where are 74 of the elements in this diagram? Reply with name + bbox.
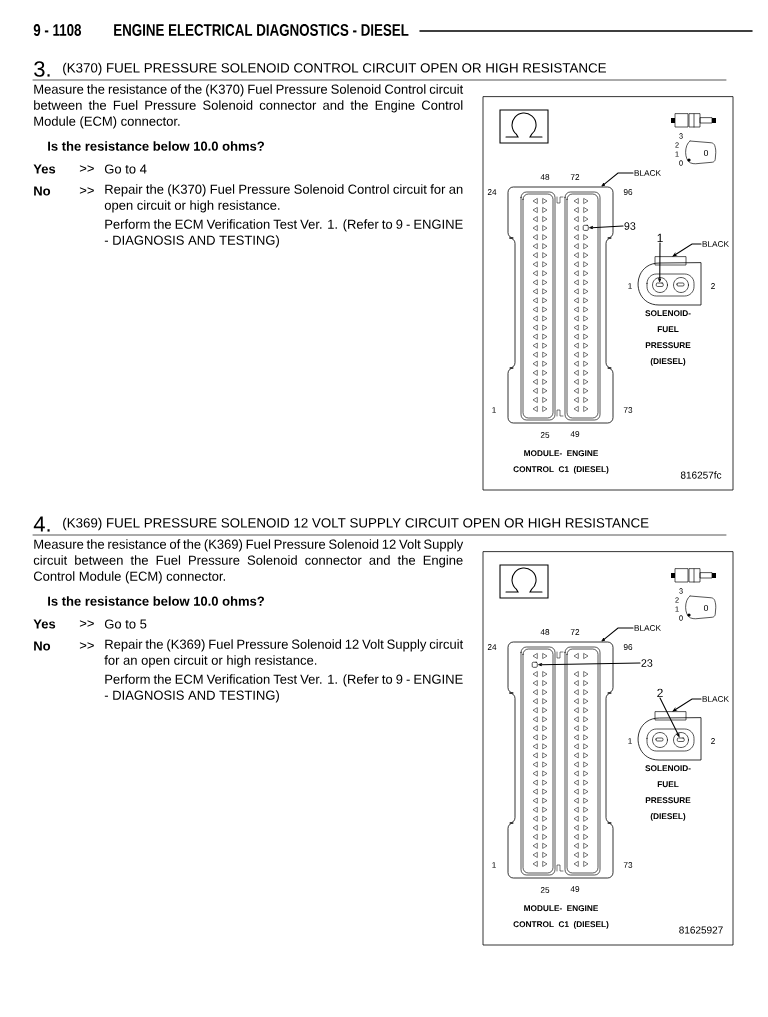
pin-number: 48: [540, 174, 550, 180]
arrow-marker: >>: [79, 165, 94, 172]
color-label: BLACK: [634, 625, 661, 631]
pin-number: 25: [540, 432, 550, 438]
pin-number: 73: [623, 407, 633, 413]
step-heading: (K370) FUEL PRESSURE SOLENOID CONTROL CIRCUIT OPEN OR HIGH RESISTANCE: [63, 62, 606, 76]
pin-number: 96: [623, 644, 633, 650]
key-position-number: 0: [703, 149, 709, 157]
node-label: SOLENOID- FUEL PRESSURE (DIESEL): [645, 310, 691, 366]
color-label: BLACK: [702, 696, 729, 702]
figure-id: 816257fc: [680, 471, 722, 479]
page-title: ENGINE ELECTRICAL DIAGNOSTICS - DIESEL: [114, 24, 409, 36]
pin-number: 1: [492, 407, 496, 413]
callout-number: 23: [641, 659, 653, 667]
callout-number: 1: [657, 233, 663, 243]
answer-label: Yes: [33, 164, 56, 174]
pin-number: 49: [570, 431, 580, 437]
question-text: Is the resistance below 10.0 ohms?: [48, 596, 264, 606]
instruction-text: Perform the ECM Verification Test Ver. 1. (Refer to 9 - ENGINE - DIAGNOSIS AND TESTING): [104, 219, 463, 248]
step-number: 4.: [33, 516, 50, 532]
page-number: 9 - 1108: [33, 24, 82, 36]
instruction-text: Repair the (K369) Fuel Pressure Solenoid 12 Volt Supply circuit for an open circuit or high resistance.: [104, 639, 464, 668]
callout-number: 2: [657, 688, 663, 698]
arrow-marker: >>: [79, 187, 94, 194]
instruction-text: Go to 5: [104, 619, 147, 629]
pin-cavity: [582, 225, 589, 231]
figure-id: 81625927: [679, 926, 723, 934]
leader-line: [538, 662, 641, 667]
callout-number: 93: [624, 222, 636, 230]
leader-line: [589, 225, 624, 230]
step-heading: (K369) FUEL PRESSURE SOLENOID 12 VOLT SUPPLY CIRCUIT OPEN OR HIGH RESISTANCE: [63, 517, 649, 531]
pin-number: 49: [570, 886, 580, 892]
pin-number: 48: [540, 629, 550, 635]
pin-number: 1: [628, 283, 632, 289]
pin-number: 1: [492, 862, 496, 868]
node-label: SOLENOID- FUEL PRESSURE (DIESEL): [645, 765, 691, 821]
node-label: MODULE- ENGINE CONTROL C1 (DIESEL): [513, 905, 609, 929]
pin-number: 24: [487, 189, 497, 195]
arrow-marker: >>: [79, 642, 94, 649]
leader-line: [601, 627, 634, 642]
pin-number: 25: [540, 887, 550, 893]
pin-number: 24: [487, 644, 497, 650]
terminal-slot: [655, 282, 664, 287]
pin-number: 96: [623, 189, 633, 195]
answer-label: No: [34, 186, 51, 196]
node-label: MODULE- ENGINE CONTROL C1 (DIESEL): [513, 450, 609, 474]
pin-cavity: [531, 661, 538, 668]
pin-number: 72: [570, 629, 580, 635]
answer-label: No: [34, 641, 51, 651]
leader-line: [659, 697, 680, 737]
solenoid-connector-drawing: SOLENOID- FUEL PRESSURE (DIESEL): [637, 256, 702, 366]
leader-line: [658, 242, 662, 282]
pin-number: 73: [623, 862, 633, 868]
leader-line: [672, 698, 702, 712]
solenoid-connector-drawing: SOLENOID- FUEL PRESSURE (DIESEL): [637, 711, 702, 821]
arrow-marker: >>: [79, 620, 94, 627]
color-label: BLACK: [702, 241, 729, 247]
pin-number: 1: [628, 738, 632, 744]
pin-number: 2: [711, 738, 715, 744]
paragraph: Measure the resistance of the (K370) Fuel Pressure Solenoid Control circuit between the Fuel Pressure Solenoid connector and the Engine Control Module (ECM) connector.: [34, 84, 464, 129]
pin-number: 72: [570, 174, 580, 180]
instruction-text: Perform the ECM Verification Test Ver. 1. (Refer to 9 - ENGINE - DIAGNOSIS AND TESTING): [104, 674, 463, 703]
paragraph: Measure the resistance of the (K369) Fuel Pressure Solenoid 12 Volt Supply circuit between the Fuel Pressure Solenoid connector and the Engine Control Module (ECM) connector.: [33, 539, 464, 584]
step-number: 3.: [34, 61, 50, 77]
leader-line: [672, 243, 702, 257]
question-text: Is the resistance below 10.0 ohms?: [48, 141, 264, 151]
key-position-number: 0: [703, 604, 709, 612]
color-label: BLACK: [634, 170, 661, 176]
terminal-slot: [676, 737, 685, 742]
instruction-text: Repair the (K370) Fuel Pressure Solenoid Control circuit for an open circuit or high resistance.: [104, 184, 463, 213]
instruction-text: Go to 4: [104, 164, 147, 174]
answer-label: Yes: [33, 619, 56, 629]
pin-number: 2: [711, 283, 715, 289]
leader-line: [601, 172, 634, 187]
